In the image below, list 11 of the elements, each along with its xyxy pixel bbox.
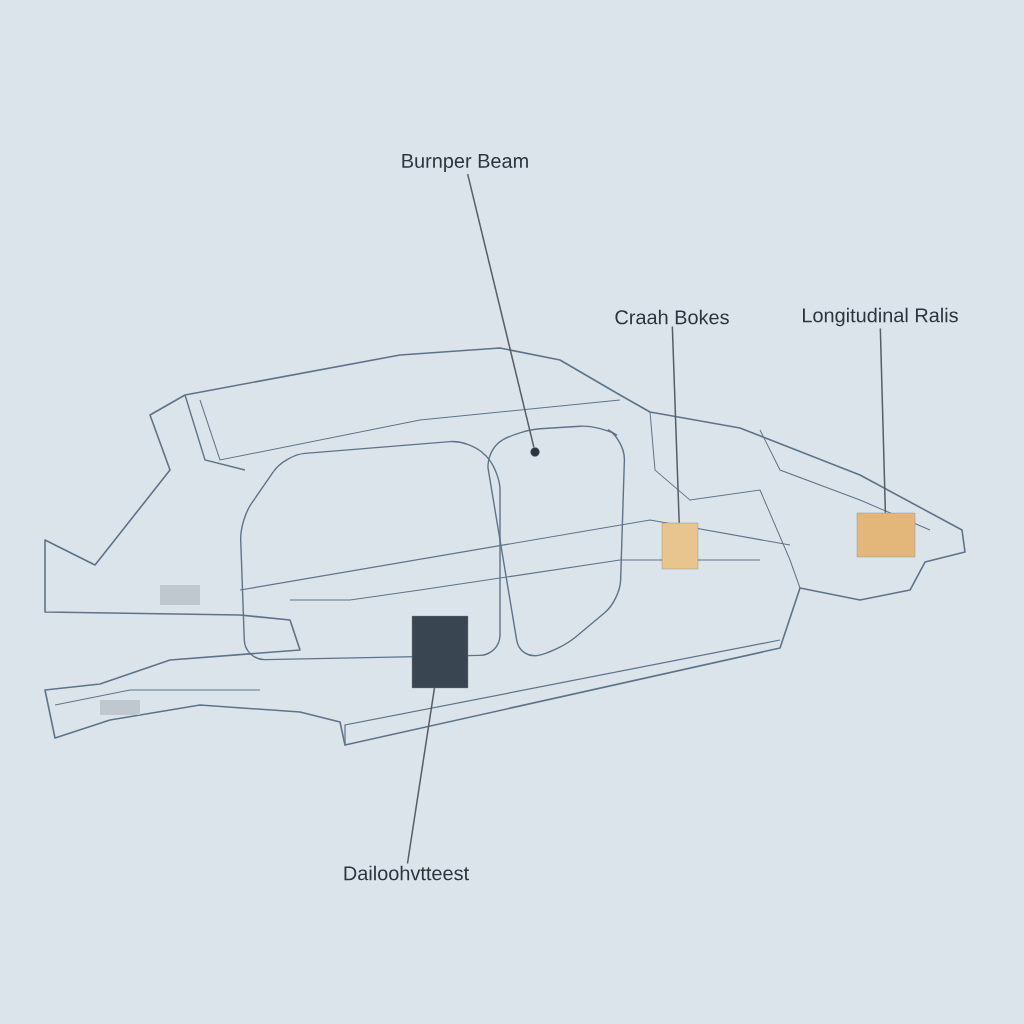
part-block — [856, 512, 916, 558]
part-label: Burnper Beam — [402, 154, 528, 172]
part-block — [661, 522, 699, 570]
part-label: Craah Bokes — [615, 309, 729, 325]
leader-line — [466, 173, 535, 449]
part-label: Dailoohvtteest — [344, 865, 469, 881]
part-block — [411, 615, 469, 689]
part-label: Longitudinal Ralis — [803, 307, 958, 327]
leader-line — [879, 327, 887, 514]
leader-line — [671, 325, 680, 524]
leader-line — [406, 687, 436, 865]
